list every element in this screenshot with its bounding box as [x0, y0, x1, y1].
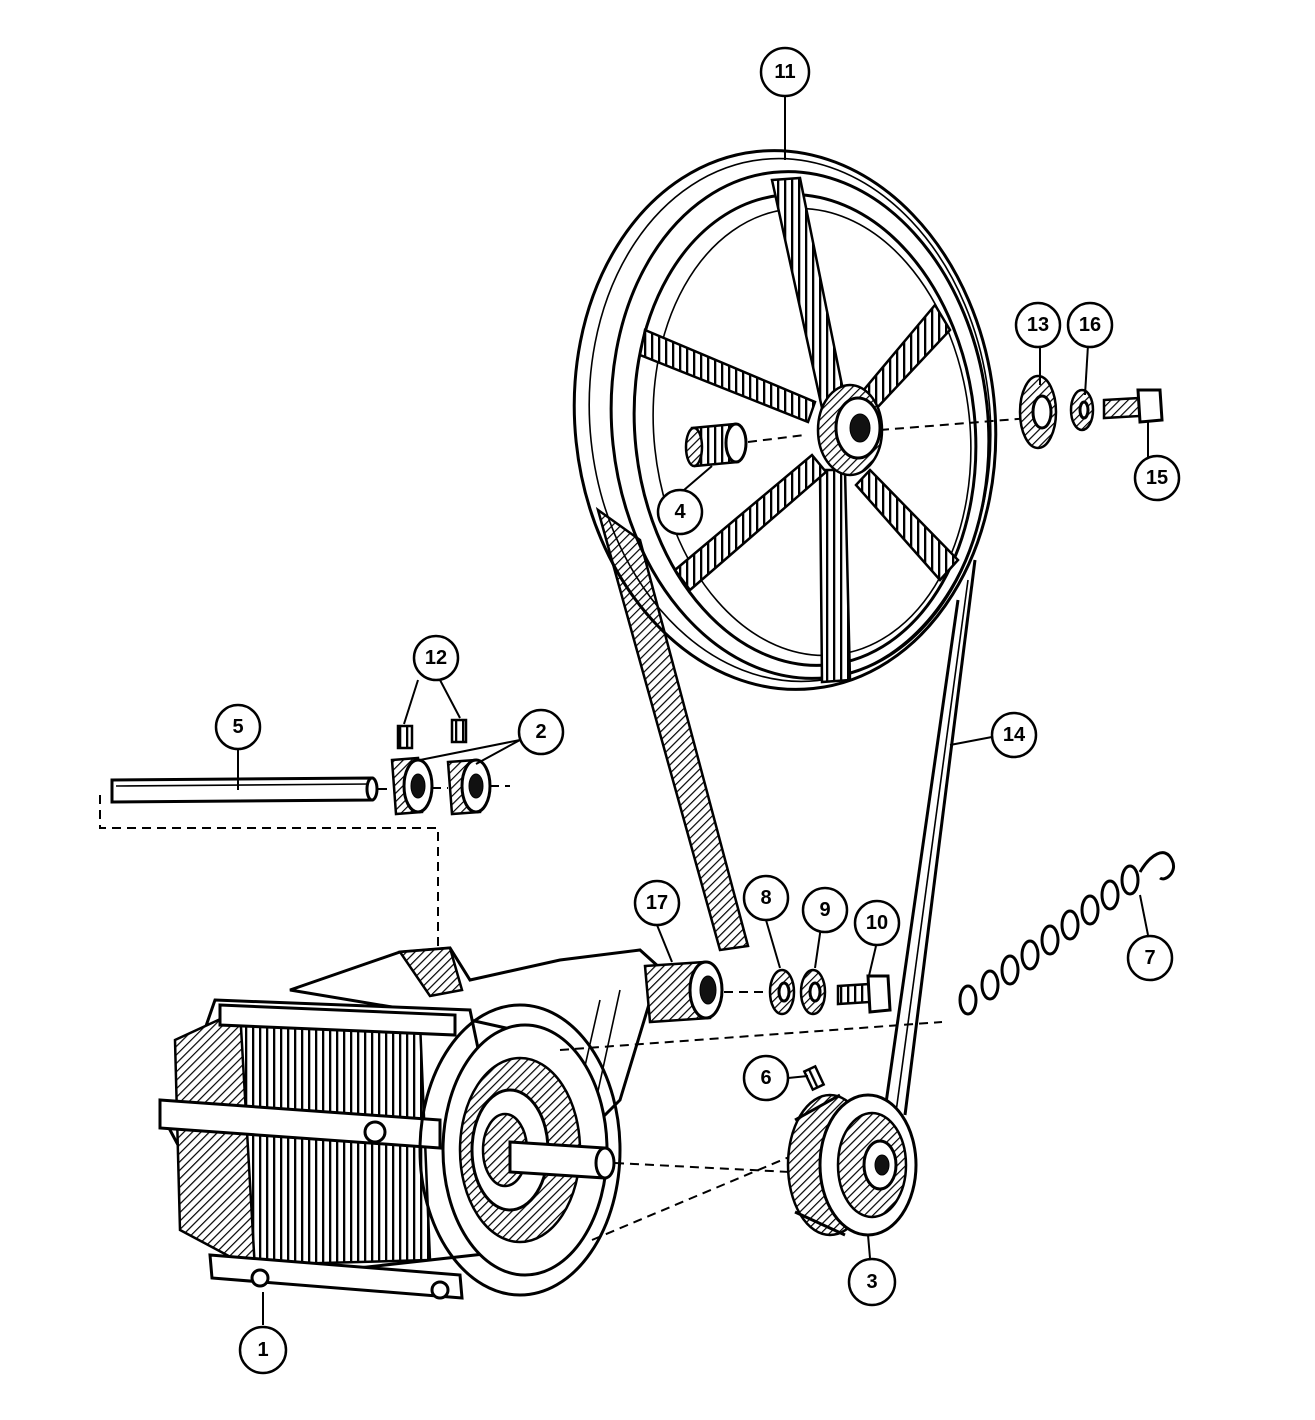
tension-spring: [958, 851, 1175, 1016]
spoke-lower-right: [854, 468, 960, 582]
spoke-bottom: [818, 468, 852, 684]
svg-text:10: 10: [866, 912, 888, 934]
motor-pulley: [786, 1093, 918, 1237]
lock-washer-small: [1069, 388, 1095, 432]
callout-12: 12: [412, 634, 460, 682]
svg-text:2: 2: [535, 721, 546, 743]
lock-washer: [799, 968, 827, 1016]
callout-11: 11: [759, 46, 811, 98]
pulley-washer: [1018, 374, 1058, 450]
collar-set-screws: [396, 718, 468, 750]
callout-14: 14: [990, 711, 1038, 759]
svg-text:11: 11: [774, 61, 795, 83]
pulley-bolt: [1102, 388, 1164, 424]
svg-text:15: 15: [1146, 467, 1168, 489]
v-belt-right-run: [903, 559, 977, 1116]
flat-washer: [768, 968, 796, 1016]
large-pulley: [572, 149, 1031, 1116]
callout-15: 15: [1133, 454, 1181, 502]
svg-text:7: 7: [1144, 947, 1155, 969]
callout-17: 17: [633, 879, 681, 927]
callout-7: 7: [1126, 934, 1174, 982]
callout-9: 9: [801, 886, 849, 934]
callout-5: 5: [214, 703, 262, 751]
callout-4: 4: [656, 488, 704, 536]
bracket-bolt: [836, 974, 892, 1014]
callout-13: 13: [1014, 301, 1062, 349]
svg-text:6: 6: [760, 1067, 771, 1089]
shaft-collars: [378, 756, 510, 816]
callout-2: 2: [517, 708, 565, 756]
callout-6: 6: [742, 1054, 790, 1102]
svg-text:4: 4: [674, 501, 686, 523]
svg-text:16: 16: [1079, 314, 1101, 336]
svg-text:1: 1: [257, 1339, 268, 1361]
callout-10: 10: [853, 899, 901, 947]
bracket-bushing: [643, 960, 772, 1024]
pulley-set-screw: [802, 1064, 826, 1092]
svg-text:8: 8: [760, 887, 771, 909]
v-belt-left-run: [595, 506, 750, 952]
motor: [158, 946, 943, 1300]
svg-text:9: 9: [819, 899, 830, 921]
leader-lines: [237, 97, 1149, 1325]
svg-text:12: 12: [425, 647, 447, 669]
callout-3: 3: [847, 1257, 897, 1307]
svg-text:14: 14: [1003, 724, 1026, 746]
pulley-bushing: [684, 422, 806, 468]
pivot-shaft: [99, 776, 439, 955]
svg-text:3: 3: [866, 1271, 877, 1293]
callout-8: 8: [742, 874, 790, 922]
svg-text:17: 17: [646, 892, 668, 914]
spoke-lower-left: [673, 453, 828, 592]
svg-text:13: 13: [1027, 314, 1049, 336]
callout-1: 1: [238, 1325, 288, 1375]
svg-text:5: 5: [232, 716, 243, 738]
callout-16: 16: [1066, 301, 1114, 349]
spoke-upper-left: [638, 328, 817, 424]
